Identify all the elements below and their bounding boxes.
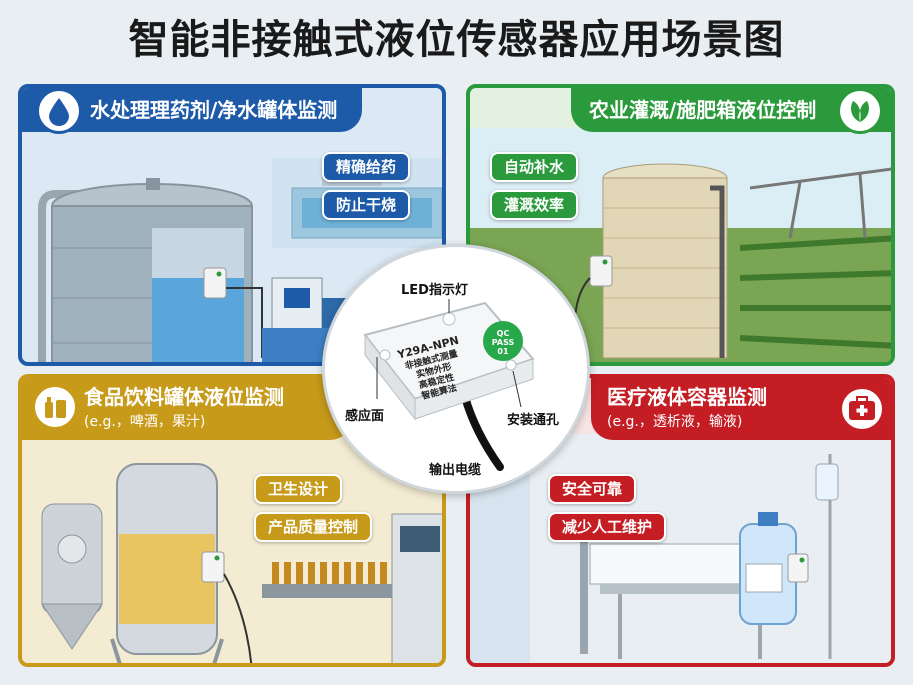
qc-pass-text: PASS	[492, 338, 515, 347]
tag-auto-refill: 自动补水	[490, 152, 579, 182]
sensor-illustration: Y29A-NPN 非接触式测量 实物外形 高稳定性 智能算法 QC PASS 0…	[363, 299, 535, 471]
tag-precise-dosing: 精确给药	[322, 152, 411, 182]
tag-quality-control: 产品质量控制	[254, 512, 373, 542]
qc-pass-badge	[483, 321, 523, 361]
callout-output-cable: 输出电缆	[429, 463, 482, 478]
panel-medical: 医疗液体容器监测 (e.g.，透析液，输液) 安全可靠 减少人工维护	[466, 374, 895, 667]
panel-medical-title-text: 医疗液体容器监测	[607, 385, 767, 409]
tag-irrigation-efficiency: 灌溉效率	[490, 190, 579, 220]
panel-medical-subtitle: (e.g.，透析液，输液)	[607, 414, 743, 430]
callout-sensing-face: 感应面	[345, 409, 385, 424]
qc-number-text: 01	[497, 347, 509, 356]
sensor-detail-circle: Y29A-NPN 非接触式测量 实物外形 高稳定性 智能算法 QC PASS 0…	[322, 244, 590, 494]
food-tank-scene	[22, 434, 442, 663]
callout-led: LED指示灯	[401, 283, 468, 298]
tag-safe-reliable: 安全可靠	[548, 474, 637, 504]
tag-prevent-dry-burn: 防止干烧	[322, 190, 411, 220]
callout-mounting-hole: 安装通孔	[507, 413, 560, 428]
water-drop-icon	[36, 88, 82, 134]
page-title: 智能非接触式液位传感器应用场景图	[128, 17, 785, 63]
medical-scene	[470, 434, 891, 663]
panel-water-treatment: 水处理理药剂/净水罐体监测 精确给药 防止干烧	[18, 84, 446, 366]
leaf-icon	[837, 88, 883, 134]
first-aid-icon	[839, 386, 885, 432]
tag-reduce-maintenance: 减少人工维护	[548, 512, 667, 542]
panel-water-title: 水处理理药剂/净水罐体监测	[22, 88, 362, 132]
qc-text: QC	[497, 329, 510, 338]
panel-food-title-text: 食品饮料罐体液位监测	[84, 385, 284, 409]
tag-hygienic-design: 卫生设计	[254, 474, 343, 504]
panel-food-subtitle: (e.g.，啤酒，果汁)	[84, 414, 206, 430]
bottles-icon	[32, 384, 78, 430]
